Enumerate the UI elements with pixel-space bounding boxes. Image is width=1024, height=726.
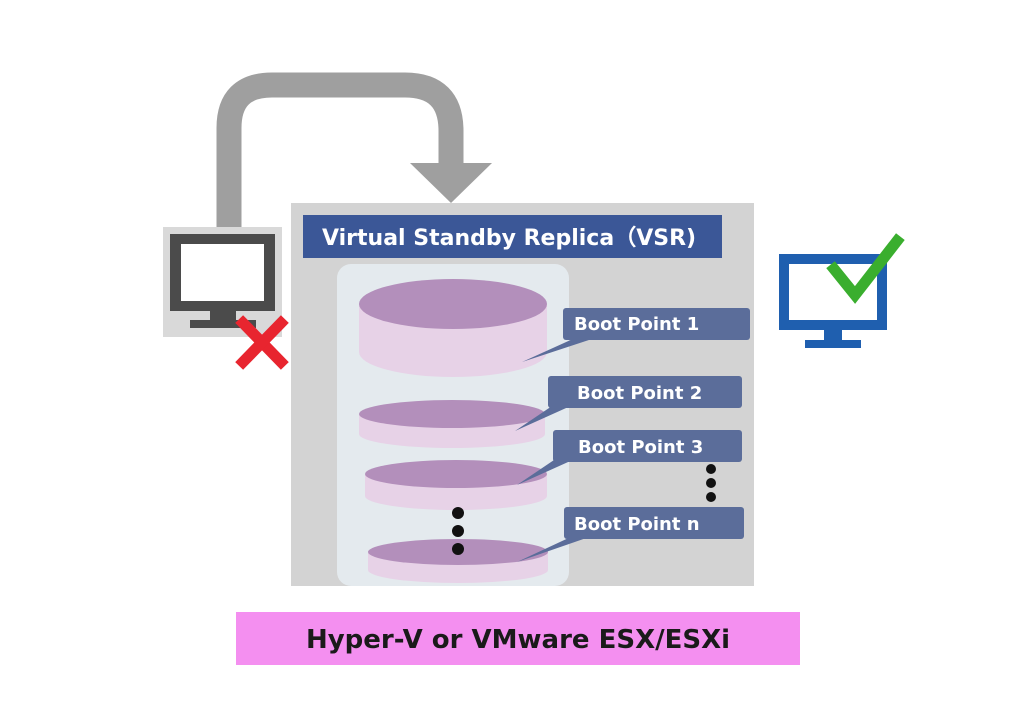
boot-point-callout: Boot Point n (517, 507, 744, 562)
curved-arrow-icon (216, 72, 492, 232)
vsr-title-bar (303, 215, 722, 258)
platform-bar: Hyper-V or VMware ESX/ESXi (236, 612, 800, 665)
boot-point-label: Boot Point 3 (578, 437, 703, 458)
boot-point-callout: Boot Point 1 (522, 308, 750, 362)
boot-point-callout: Boot Point 3 (517, 430, 742, 485)
vsr-title: Virtual Standby Replica（VSR) (322, 226, 696, 251)
checkmark-icon (826, 233, 905, 304)
failed-machine (163, 227, 289, 370)
boot-point-disk (359, 400, 545, 448)
boot-point-disk (365, 460, 547, 510)
disk-ellipsis (452, 507, 464, 555)
boot-point-label: Boot Point 2 (577, 383, 702, 404)
callout-ellipsis (706, 464, 716, 502)
boot-point-label: Boot Point n (574, 514, 700, 535)
boot-point-callout: Boot Point 2 (515, 376, 742, 431)
monitor-icon (170, 234, 275, 328)
boot-point-disk (359, 279, 547, 377)
boot-point-label: Boot Point 1 (574, 314, 699, 335)
platform-label: Hyper-V or VMware ESX/ESXi (306, 625, 730, 655)
standby-machine (779, 233, 905, 348)
x-mark-icon (235, 315, 289, 370)
